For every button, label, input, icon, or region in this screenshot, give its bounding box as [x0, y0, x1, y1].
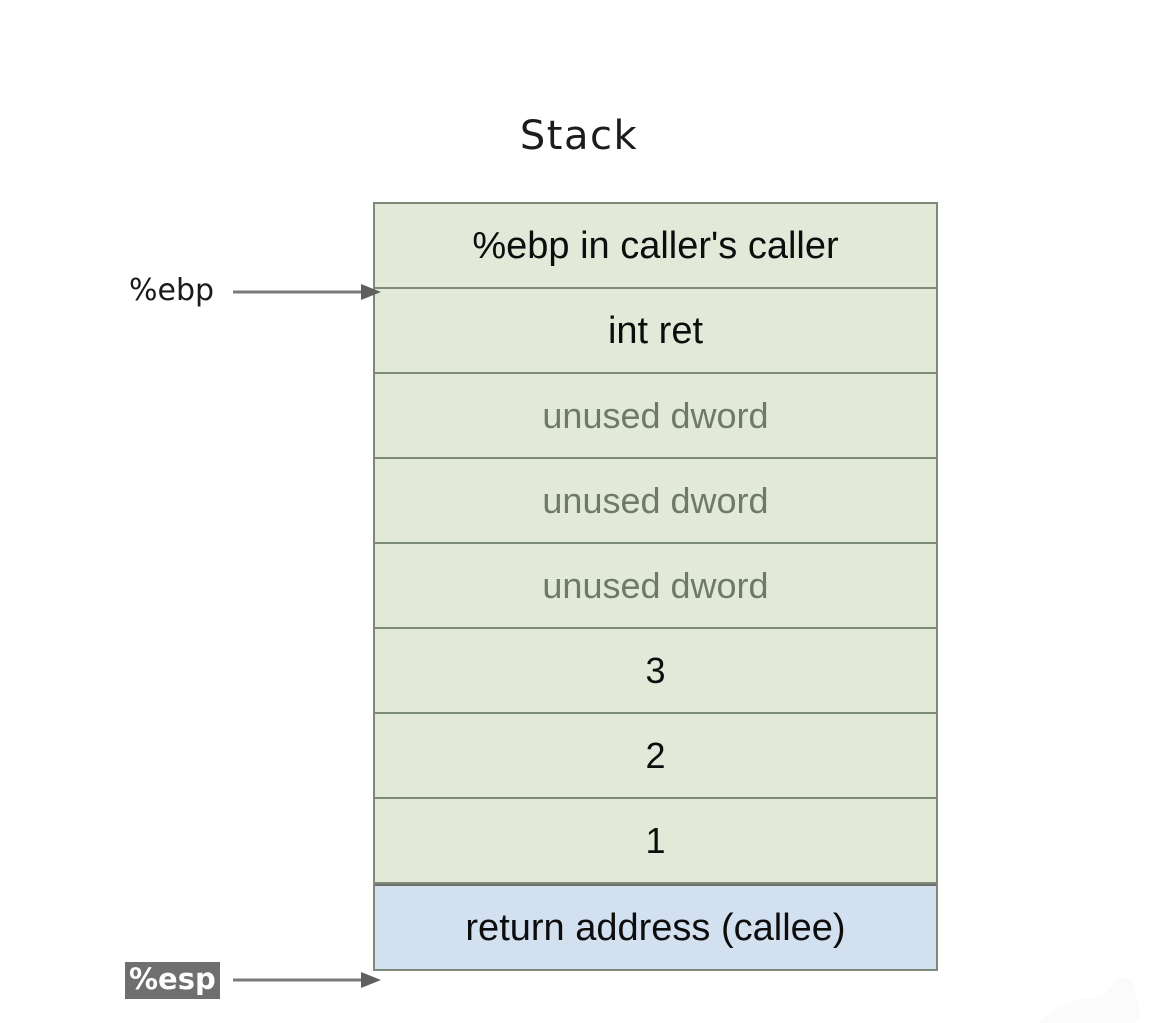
- stack-frame-table: %ebp in caller's caller int ret unused d…: [373, 202, 938, 971]
- stack-slot-label: %ebp in caller's caller: [472, 224, 839, 267]
- arrow-right-icon: [233, 284, 381, 300]
- table-row: unused dword: [375, 544, 936, 629]
- pointer-esp-label: %esp: [125, 961, 220, 999]
- arrow-right-icon: [233, 972, 381, 988]
- pointer-ebp-label: %ebp: [129, 273, 215, 308]
- stack-slot-label: 3: [645, 649, 666, 691]
- table-row-return-address: return address (callee): [375, 884, 936, 969]
- stack-slot-label: unused dword: [542, 564, 769, 606]
- stack-slot-label: unused dword: [542, 394, 769, 436]
- table-row: unused dword: [375, 459, 936, 544]
- pointer-esp: %esp: [125, 960, 381, 1000]
- table-row: 2: [375, 714, 936, 799]
- pointer-ebp: %ebp: [125, 272, 381, 312]
- stack-slot-label: 2: [645, 734, 666, 776]
- table-row: int ret: [375, 289, 936, 374]
- table-row: unused dword: [375, 374, 936, 459]
- stack-slot-label: unused dword: [542, 479, 769, 521]
- stack-slot-label: int ret: [607, 309, 704, 352]
- page-title: Stack: [519, 113, 639, 159]
- corner-watermark: [1028, 953, 1158, 1023]
- table-row: %ebp in caller's caller: [375, 204, 936, 289]
- table-row: 3: [375, 629, 936, 714]
- stack-slot-label: return address (callee): [465, 906, 846, 949]
- table-row: 1: [375, 799, 936, 884]
- stack-slot-label: 1: [645, 819, 666, 861]
